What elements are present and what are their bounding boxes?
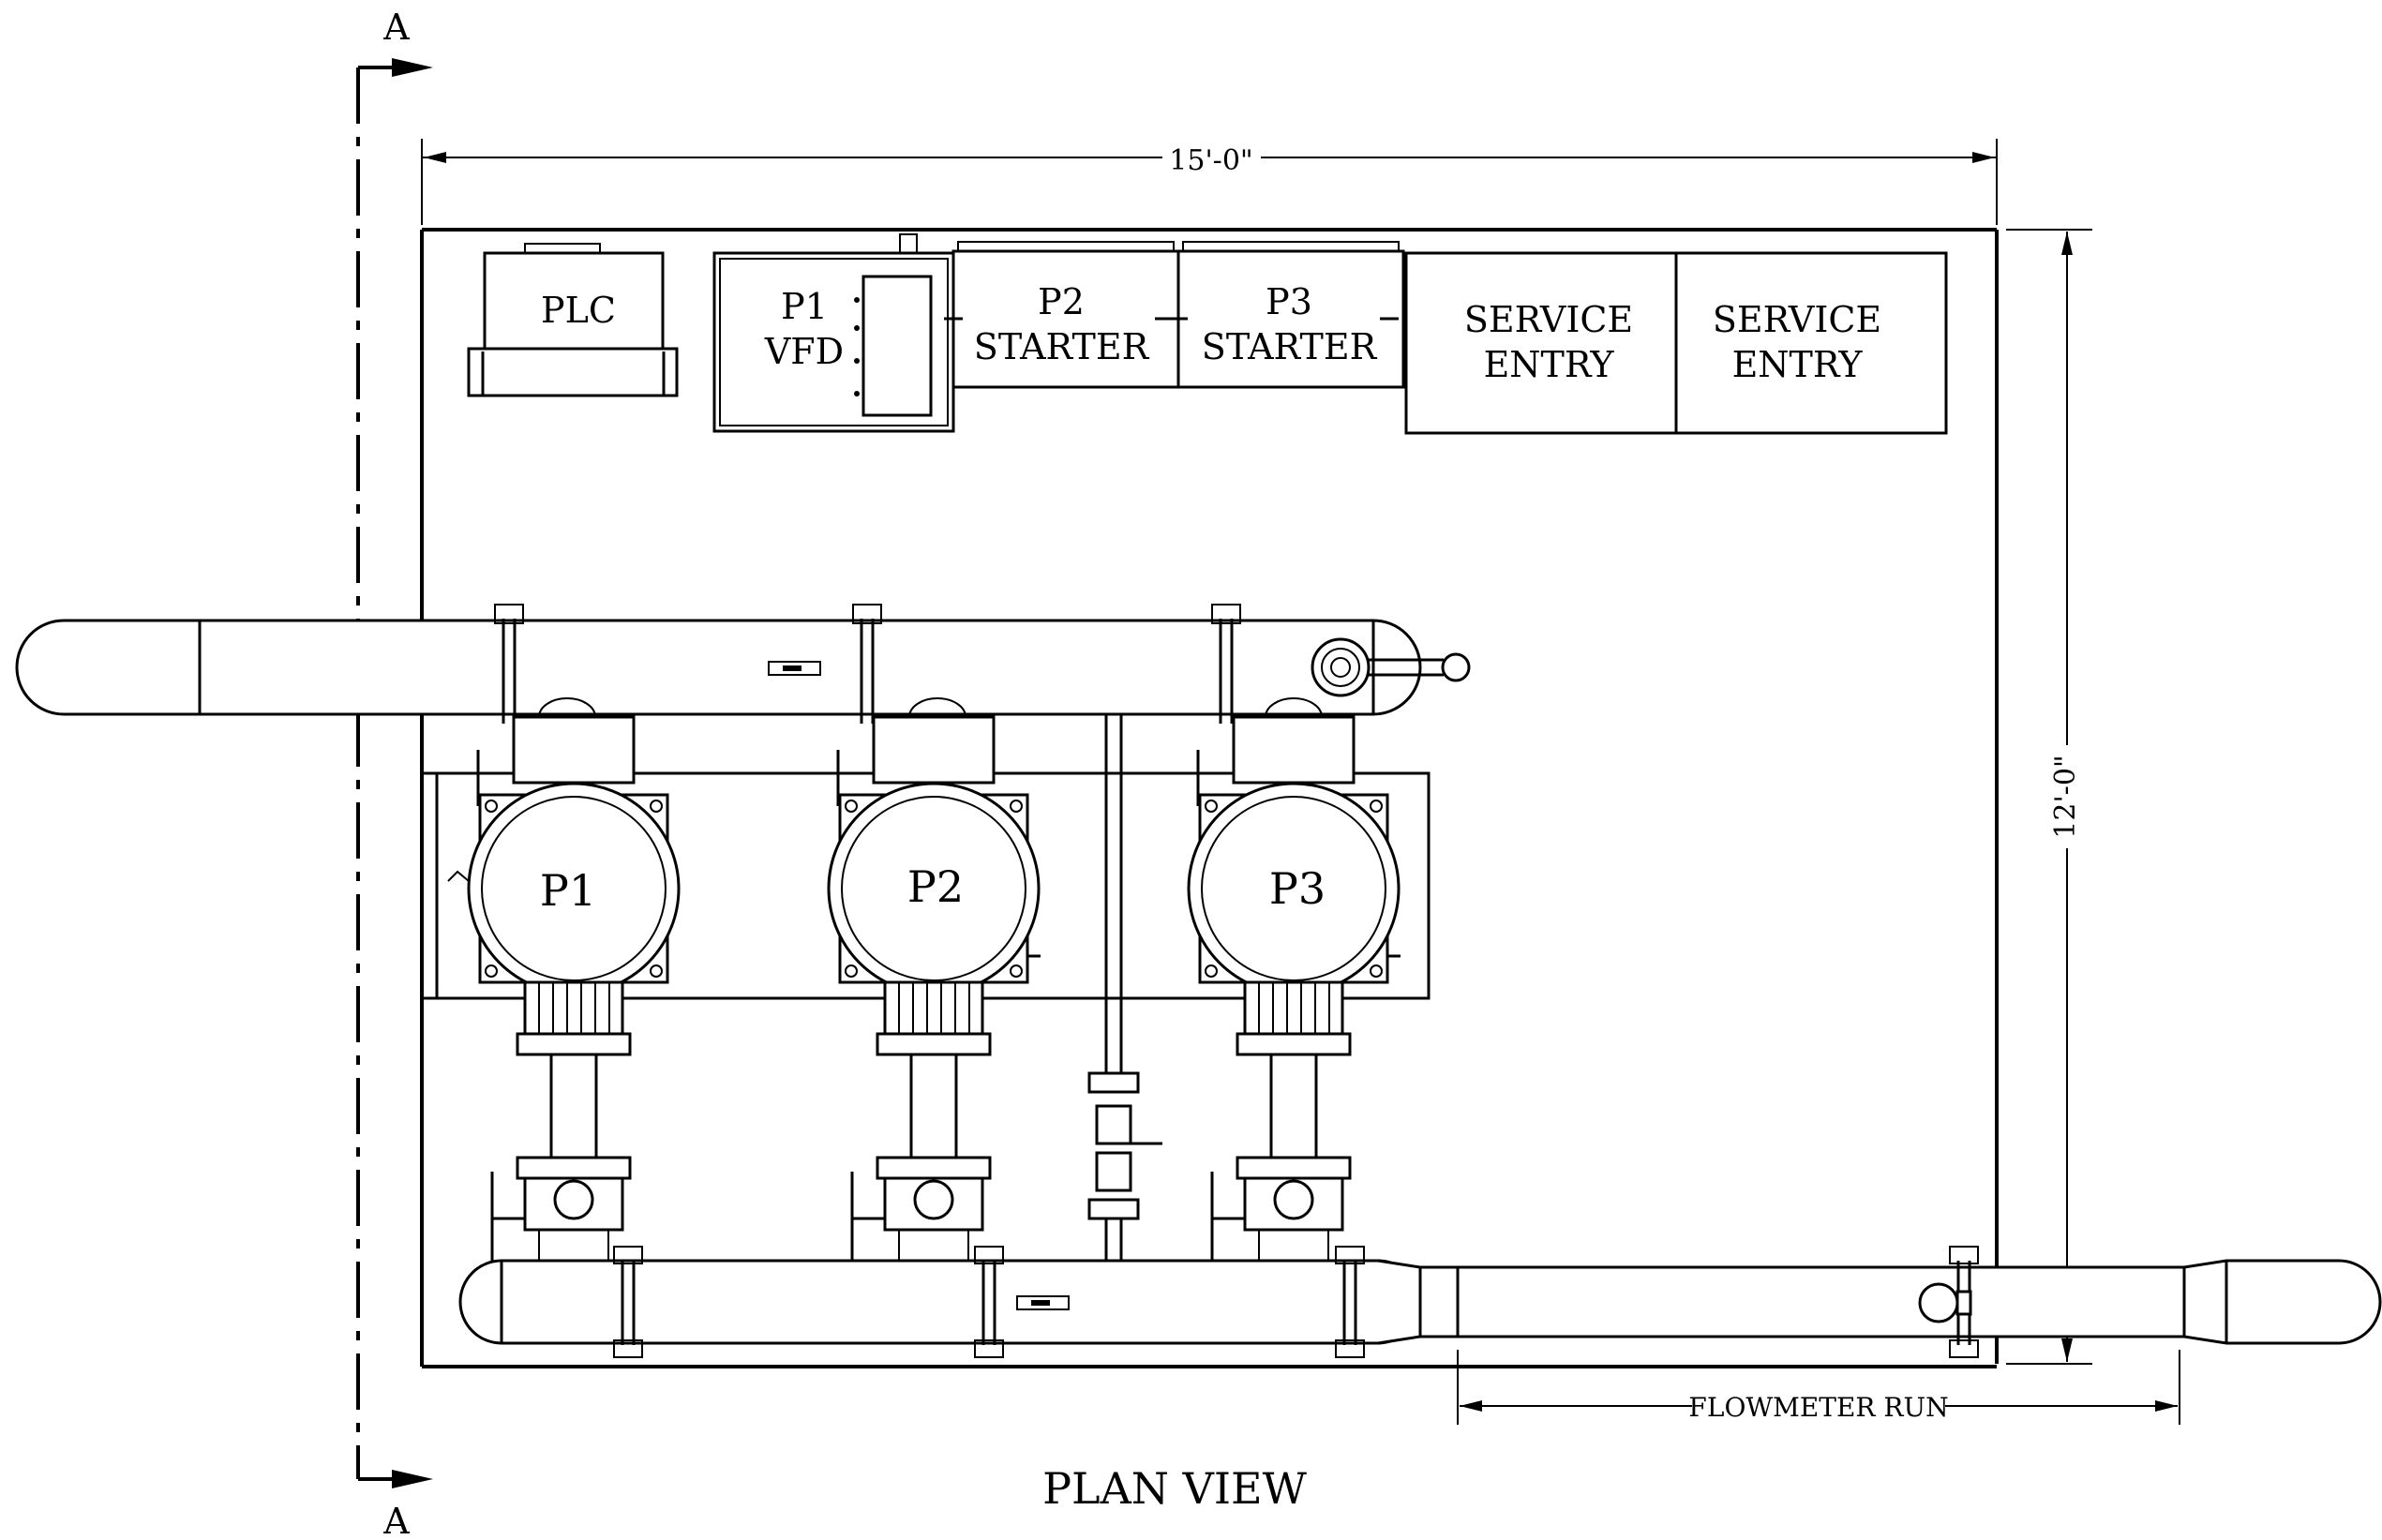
p2-starter-panel xyxy=(944,241,1180,389)
section-marker-top: A xyxy=(382,7,410,48)
p1-vfd-label-2: VFD xyxy=(764,331,844,372)
pump-p2 xyxy=(827,697,1041,1282)
view-title: PLAN VIEW xyxy=(1042,1463,1308,1514)
plc-panel xyxy=(467,243,679,397)
p2-starter-label-2: STARTER xyxy=(974,326,1150,367)
service-entry-1-label-2: ENTRY xyxy=(1484,344,1615,385)
width-dimension-label: 15'-0" xyxy=(1169,144,1252,177)
bypass-line xyxy=(1087,714,1162,1261)
plc-label: PLC xyxy=(541,290,616,331)
p1-vfd-panel xyxy=(712,233,955,433)
section-marker-bottom: A xyxy=(382,1501,410,1540)
pump-p2-label: P2 xyxy=(907,861,964,912)
section-cut-line xyxy=(356,58,433,1488)
height-dimension-label: 12'-0" xyxy=(2049,755,2082,838)
flowmeter-dimension xyxy=(1457,1350,2180,1425)
pump-p1-label: P1 xyxy=(540,865,596,916)
suction-header xyxy=(15,604,1471,724)
flowmeter-dimension-label: FLOWMETER RUN xyxy=(1688,1392,1948,1423)
p3-starter-label-1: P3 xyxy=(1266,281,1312,322)
pump-p3-label: P3 xyxy=(1269,863,1326,914)
service-entry-2-label-2: ENTRY xyxy=(1732,344,1864,385)
p1-vfd-label-1: P1 xyxy=(781,286,828,327)
skid-outline xyxy=(420,228,1999,1368)
pump-p3 xyxy=(1187,697,1401,1282)
service-entry-2-label-1: SERVICE xyxy=(1713,299,1881,340)
p3-starter-label-2: STARTER xyxy=(1202,326,1378,367)
service-entry-panel-2 xyxy=(1674,251,1948,435)
p2-starter-label-1: P2 xyxy=(1038,281,1085,322)
pump-p1 xyxy=(447,697,681,1282)
service-entry-panel-1 xyxy=(1404,251,1678,435)
flowmeter-run-pipe xyxy=(1418,1246,2382,1358)
discharge-header xyxy=(458,1246,1422,1358)
service-entry-1-label-1: SERVICE xyxy=(1464,299,1633,340)
width-dimension xyxy=(421,139,1998,225)
p3-starter-panel xyxy=(1169,241,1405,389)
